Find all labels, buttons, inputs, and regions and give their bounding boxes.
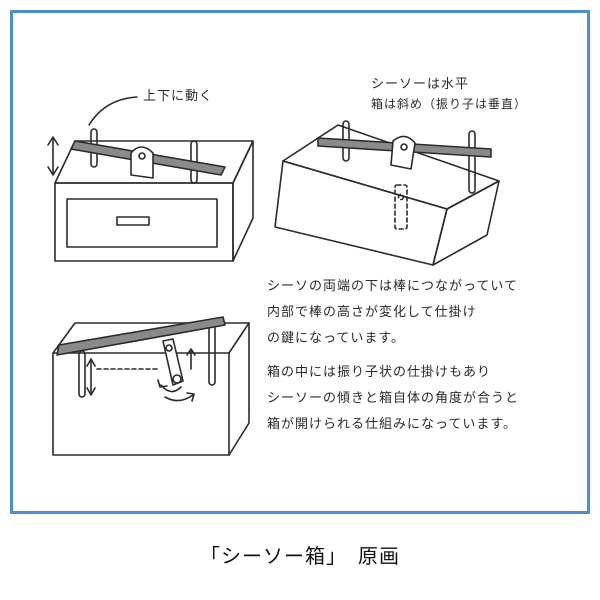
description-line-5: シーソーの傾きと箱自体の角度が合うと (267, 391, 520, 406)
description-line-6: 箱が開けられる仕組みになっています。 (267, 417, 518, 432)
tilted-box-sketch (274, 120, 500, 266)
description-line-3: の鍵になっています。 (267, 331, 406, 346)
sketch-drawing (47, 96, 500, 456)
annotation-box-tilted: 箱は斜め（振り子は垂直） (371, 97, 528, 111)
description-line-2: 内部で棒の高さが変化して仕掛け (267, 305, 477, 320)
description-line-1: シーソの両端の下は棒につながっていて (267, 279, 518, 294)
box-with-drawer-sketch (47, 96, 254, 262)
figure-caption: 「シーソー箱」 原画 (200, 544, 400, 568)
annotation-moves-up-down: 上下に動く (143, 89, 214, 104)
description-line-4: 箱の中には振り子状の仕掛けもあり (267, 365, 492, 380)
cutaway-box-sketch (52, 316, 250, 456)
annotation-seesaw-level: シーソーは水平 (371, 77, 470, 92)
illustration-frame: 上下に動く シーソーは水平 箱は斜め（振り子は垂直） シーソの両端の下は棒につな… (10, 10, 590, 514)
